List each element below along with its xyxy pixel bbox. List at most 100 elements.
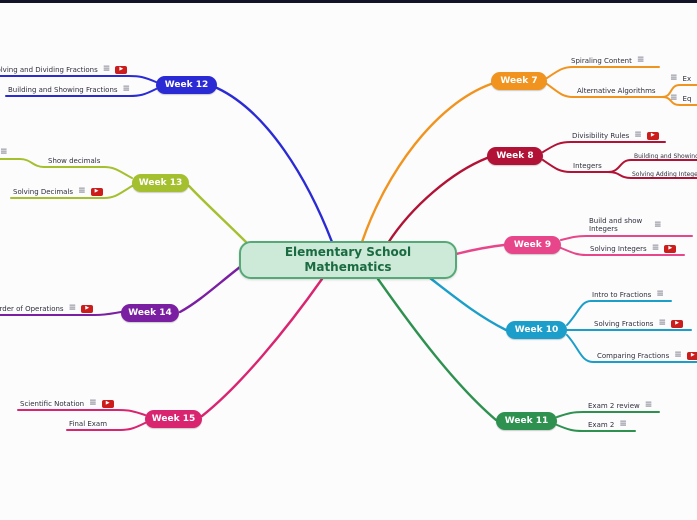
leaf-label: Solving Decimals [13,187,74,196]
leaf-label: Alternative Algorithms [577,86,656,95]
list-icon[interactable]: ≡ [68,303,77,313]
leaf-alternative-algorithms[interactable]: Alternative Algorithms [577,85,656,96]
youtube-icon[interactable]: ▶ [646,131,659,140]
leaf-intro-fractions[interactable]: Intro to Fractions ≡ [592,289,664,300]
leaf-solving-dividing-fractions[interactable]: Solving and Dividing Fractions ≡ ▶ [0,64,128,75]
list-icon[interactable]: ≡ [651,243,660,253]
list-icon[interactable]: ≡ [78,186,86,196]
list-icon[interactable]: ≡ [122,84,131,94]
list-icon[interactable]: ≡ [636,55,645,65]
leaf-label: Ex [682,74,692,83]
node-week-11[interactable]: Week 11 [496,412,557,430]
node-week-8[interactable]: Week 8 [487,147,543,165]
leaf-solving-integers[interactable]: Solving Integers ≡ ▶ [590,243,677,254]
leaf-order-of-operations[interactable]: Order of Operations ≡ ▶ [0,303,94,314]
list-icon[interactable]: ≡ [656,289,664,299]
leaf-solving-fractions[interactable]: Solving Fractions ≡ ▶ [594,318,683,329]
youtube-icon[interactable]: ▶ [90,187,103,196]
leaf-line-show-decimals [43,166,133,179]
leaf-label: Building and Showing Integers [634,153,697,160]
leaf-exam2[interactable]: Exam 2 ≡ [588,419,627,430]
youtube-icon[interactable]: ▶ [115,65,128,74]
branch-line-week7 [360,82,493,244]
leaf-label: Show decimals [48,156,101,165]
leaf-exam2-review[interactable]: Exam 2 review ≡ [588,400,652,411]
leaf-label: Eq [682,94,692,103]
node-week-7[interactable]: Week 7 [491,72,547,90]
list-icon[interactable]: ≡ [658,318,666,328]
play-icon: ▶ [105,400,110,406]
leaf-label: Scientific Notation [20,399,85,408]
play-icon: ▶ [85,305,90,311]
play-icon: ▶ [119,66,124,72]
play-icon: ▶ [650,132,655,138]
youtube-icon[interactable]: ▶ [81,304,94,313]
top-border [0,0,697,3]
leaf-label: Spiraling Content [571,56,632,65]
branch-line-week13 [187,184,248,244]
list-icon[interactable]: ≡ [644,400,653,410]
youtube-icon[interactable]: ▶ [664,244,677,253]
leaf-label: Exam 2 review [588,401,640,410]
branch-line-week15 [200,277,324,418]
leaf-label: Build and show Integers [589,216,643,233]
leaf-build-show-integers[interactable]: Build and show Integers ≡ [589,214,662,236]
play-icon: ▶ [668,245,673,251]
leaf-show-decimals[interactable]: Show decimals [48,155,100,166]
list-icon[interactable]: ≡ [0,147,8,157]
leaf-line-solving-dividing-fractions [0,75,157,83]
node-week-15[interactable]: Week 15 [145,410,202,428]
leaf-label: Solving Fractions [594,319,654,328]
youtube-icon[interactable]: ▶ [101,399,114,408]
list-icon[interactable]: ≡ [89,398,97,408]
leaf-final-exam[interactable]: Final Exam [69,418,107,429]
leaf-line-build-show-integers [560,235,693,241]
leaf-building-showing-fractions[interactable]: Building and Showing Fractions ≡ [8,84,130,95]
branch-line-week8 [386,156,489,245]
leaf-solving-decimals[interactable]: Solving Decimals ≡ ▶ [13,186,103,197]
leaf-line-exam2-review [556,411,660,418]
leaf-line-scientific-notation [17,409,146,416]
leaf-line-spiraling-content [546,66,660,79]
leaf-label: Exam 2 [588,420,615,429]
leaf-comparing-fractions[interactable]: Comparing Fractions ≡ ▶ [597,350,697,361]
node-week-14[interactable]: Week 14 [121,304,179,322]
list-icon[interactable]: ≡ [634,130,642,140]
node-week-13[interactable]: Week 13 [132,174,189,192]
node-week-10[interactable]: Week 10 [506,321,567,339]
youtube-icon[interactable]: ▶ [671,319,683,328]
leaf-building-showing-integers[interactable]: Building and Showing Integers [634,151,697,162]
leaf-alt-sub-ex[interactable]: ≡ Ex [670,73,691,84]
leaf-label: Final Exam [69,419,108,428]
leaf-scientific-notation[interactable]: Scientific Notation ≡ ▶ [20,398,114,409]
list-icon[interactable]: ≡ [674,350,682,360]
branch-line-week10 [428,276,508,332]
leaf-divisibility-rules[interactable]: Divisibility Rules ≡ ▶ [572,130,659,141]
branch-line-week12 [215,86,334,244]
branch-line-week9 [454,243,506,256]
branch-line-week14 [178,265,242,314]
leaf-label: Order of Operations [0,304,64,313]
leaf-spiraling-content[interactable]: Spiraling Content ≡ [571,55,644,66]
node-week-12[interactable]: Week 12 [156,76,217,94]
play-icon: ▶ [690,352,695,358]
leaf-label: Comparing Fractions [597,351,670,360]
list-icon[interactable]: ≡ [670,73,678,83]
list-icon[interactable]: ≡ [102,64,111,74]
play-icon: ▶ [94,188,99,194]
leaf-label: Integers [573,161,602,170]
youtube-icon[interactable]: ▶ [686,351,697,360]
list-icon[interactable]: ≡ [619,419,627,429]
node-week-9[interactable]: Week 9 [504,236,561,254]
list-icon[interactable]: ≡ [654,219,662,230]
central-topic-title: Elementary School Mathematics [284,245,412,274]
central-topic-node[interactable]: Elementary School Mathematics [239,241,457,279]
leaf-solving-adding-integers[interactable]: Solving Adding Integers [632,169,697,180]
leaf-alt-sub-eq[interactable]: ≡ Eq [670,93,691,104]
leaf-line-show-decimals-sub [0,158,45,168]
leaf-integers[interactable]: Integers [573,160,602,171]
list-icon[interactable]: ≡ [670,93,678,103]
branch-line-week11 [376,277,498,422]
leaf-show-decimals-sub[interactable]: ≡ [0,147,8,158]
